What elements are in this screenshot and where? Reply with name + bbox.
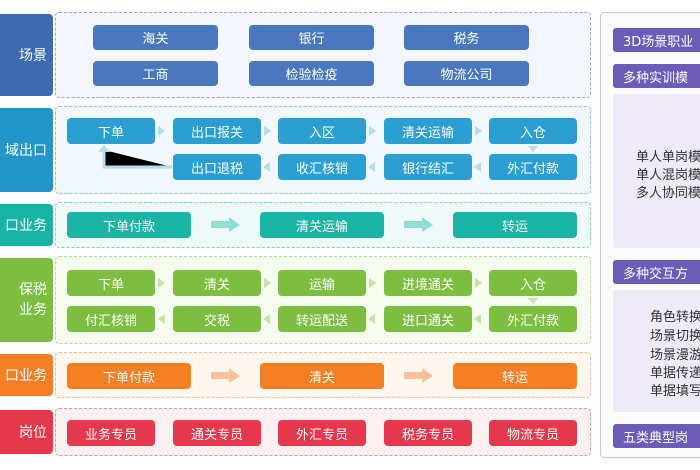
interaction-item: 单据传递 — [650, 366, 700, 381]
flow-step: 银行结汇 — [384, 154, 472, 180]
training-mode-item: 单人混岗模 — [636, 168, 700, 183]
category-scene-label: 场景 — [19, 48, 47, 64]
flow-step: 出口报关 — [173, 118, 261, 144]
category-bonded-label-2: 业务 — [19, 302, 47, 318]
flow-step: 下单 — [67, 118, 155, 144]
interaction-item: 单据填写 — [650, 384, 700, 399]
training-mode-item: 多人协同模 — [636, 186, 700, 201]
category-roles: 岗位 — [0, 410, 53, 454]
interaction-item: 场景漫游 — [650, 348, 700, 363]
category-import: 口业务 — [0, 204, 53, 246]
flow-step: 下单付款 — [67, 212, 191, 238]
category-bonded-label-1: 保税 — [19, 282, 47, 298]
flow-step: 入区 — [278, 118, 366, 144]
flow-step: 清关运输 — [384, 118, 472, 144]
role-item: 通关专员 — [173, 420, 261, 446]
scene-item-tax: 税务 — [404, 25, 529, 50]
flow-step: 收汇核销 — [278, 154, 366, 180]
flow-step: 入仓 — [489, 118, 577, 144]
role-item: 业务专员 — [67, 420, 155, 446]
flow-step: 入仓 — [489, 270, 577, 296]
scene-item-commerce: 工商 — [93, 61, 218, 86]
scene-item-bank: 银行 — [249, 25, 374, 50]
category-export-cbz-label: 域出口 — [5, 143, 47, 159]
category-bonded: 保税 业务 — [0, 258, 53, 342]
scene-item-inspection: 检验检疫 — [249, 61, 374, 86]
flow-step: 清关 — [260, 363, 384, 389]
side-header-interaction: 多种交互方 — [613, 260, 700, 284]
flow-step: 出口退税 — [173, 154, 261, 180]
interaction-item: 场景切换 — [650, 329, 700, 344]
role-item: 税务专员 — [384, 420, 472, 446]
flow-step: 清关 — [173, 270, 261, 296]
category-scene: 场景 — [0, 14, 53, 96]
flow-step: 下单付款 — [67, 363, 191, 389]
flow-step: 外汇付款 — [489, 154, 577, 180]
flow-step: 下单 — [67, 270, 155, 296]
interaction-item: 角色转换 — [650, 310, 700, 325]
flow-step: 付汇核销 — [67, 306, 155, 332]
flow-step: 运输 — [278, 270, 366, 296]
category-export-cbz: 域出口 — [0, 108, 53, 192]
flow-step: 转运 — [453, 212, 577, 238]
side-header-training: 多种实训模 — [613, 64, 700, 88]
flow-step: 清关运输 — [260, 212, 384, 238]
category-export-label: 口业务 — [5, 368, 47, 384]
category-import-label: 口业务 — [5, 218, 47, 234]
side-header-3d: 3D场景职业 — [613, 28, 700, 52]
scene-item-customs: 海关 — [93, 25, 218, 50]
role-item: 物流专员 — [489, 420, 577, 446]
side-header-roles: 五类典型岗 — [613, 424, 700, 448]
side-interaction-box — [613, 290, 700, 412]
flow-step: 进口通关 — [384, 306, 472, 332]
scene-item-logistics: 物流公司 — [404, 61, 529, 86]
training-mode-item: 单人单岗模 — [636, 150, 700, 165]
category-export: 口业务 — [0, 354, 53, 396]
flow-step: 进境通关 — [384, 270, 472, 296]
side-training-box — [613, 94, 700, 248]
flow-step: 外汇付款 — [489, 306, 577, 332]
flow-step: 转运配送 — [278, 306, 366, 332]
category-roles-label: 岗位 — [19, 425, 47, 441]
flow-step: 转运 — [453, 363, 577, 389]
flow-step: 交税 — [173, 306, 261, 332]
role-item: 外汇专员 — [278, 420, 366, 446]
